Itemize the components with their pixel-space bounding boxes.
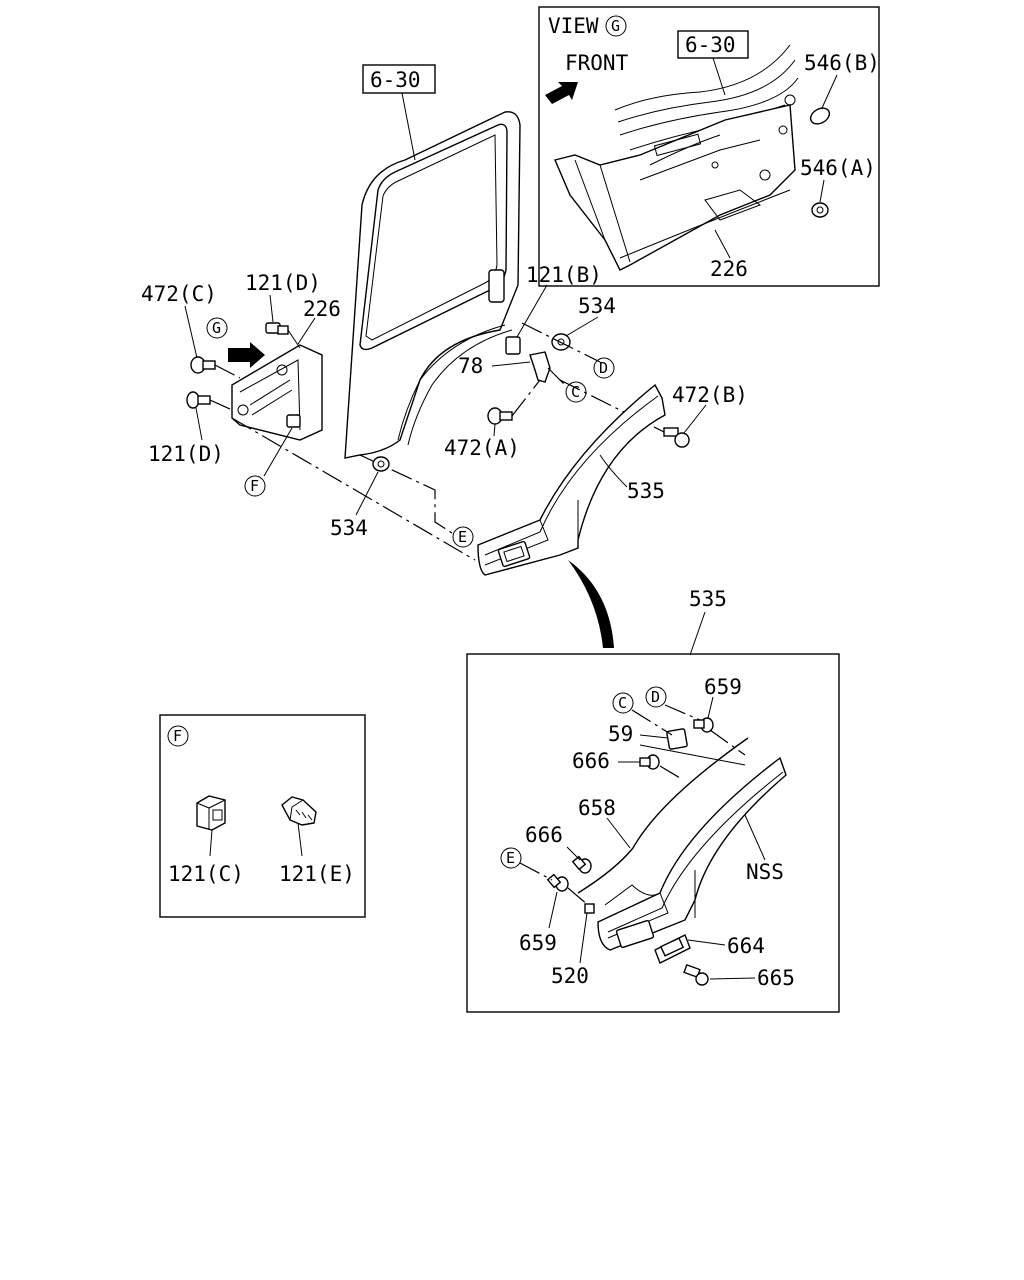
circle-d-detail-text: D [651,688,660,706]
view-arrow-icon [228,342,265,368]
circle-d-main [593,357,615,379]
view-title: VIEW [548,14,599,38]
circle-f-box [167,725,189,747]
bolt-659-bottom [546,873,569,892]
label-472a: 472(A) [444,436,520,460]
detail-pointer-icon [568,560,614,648]
label-121b: 121(B) [526,263,602,287]
label-520: 520 [551,964,589,988]
circle-d-main-text: D [599,359,608,377]
circle-f-main-text: F [250,477,259,495]
label-78: 78 [458,354,483,378]
clip-520 [584,903,595,914]
bolt-659-top [693,717,714,733]
label-659-bottom: 659 [519,931,557,955]
clip-f-main [286,414,301,428]
circle-e-main-text: E [458,528,467,546]
circle-g-view [605,15,627,37]
label-59: 59 [608,722,633,746]
circle-c-detail [612,692,634,714]
circle-f-box-text: F [173,727,182,745]
washer-534-bottom [372,456,390,472]
door-panel [344,111,521,459]
trim-658 [577,737,749,894]
bolt-666-bottom [571,855,592,874]
lamp-664 [654,934,691,964]
clip-121e [281,796,317,857]
label-666-bottom: 666 [525,823,563,847]
label-546a: 546(A) [800,156,876,180]
door-handle [488,269,505,303]
view-front-label: FRONT [565,51,629,75]
circle-g-main [206,317,228,339]
grommet-546b [809,107,831,125]
circle-d-detail [645,686,667,708]
fender-detail [597,756,787,951]
label-666-top: 666 [572,749,610,773]
label-546b: 546(B) [804,51,880,75]
label-121e: 121(E) [279,862,355,886]
circle-e-main [452,526,474,548]
clip-121d-top [265,322,301,349]
detail-f-box: F [159,714,366,918]
bolt-472c [190,356,241,379]
grommet-546a [811,202,829,218]
screw-665 [683,963,709,986]
bolt-472a [487,407,513,425]
label-664: 664 [727,934,765,958]
bolt-666-top [639,754,660,770]
main-assembly: 6-30 G [184,64,707,648]
view-g-box: VIEW G FRONT 6-30 [538,6,880,287]
circle-g-main-text: G [212,319,221,337]
clip-59 [666,728,688,750]
circle-c-main-text: C [571,383,580,401]
circle-e-detail-text: E [506,849,515,867]
label-534-bottom: 534 [330,516,368,540]
ref-view-door: 6-30 [685,33,736,57]
label-535-detail: 535 [689,587,727,611]
fender-535 [477,383,666,576]
front-arrow-icon [545,82,578,104]
label-534-top: 534 [578,294,616,318]
label-121d-bottom: 121(D) [148,442,224,466]
label-nss: NSS [746,860,784,884]
label-121c: 121(C) [168,862,244,886]
circle-c-detail-text: C [618,694,627,712]
label-658: 658 [578,796,616,820]
circle-e-detail [500,847,522,869]
label-226-main: 226 [303,297,341,321]
label-121d-top: 121(D) [245,271,321,295]
ref-main-door: 6-30 [370,68,421,92]
door-window [359,123,508,351]
label-535: 535 [627,479,665,503]
ref-box-main-door [362,64,436,94]
label-226-view: 226 [710,257,748,281]
clip-121c [196,795,226,857]
label-659-top: 659 [704,675,742,699]
view-letter: G [611,17,620,35]
detail-535-box: C D E [466,653,840,1013]
clip-121b [505,336,521,355]
clip-78 [529,351,551,383]
clip-121d-bottom [186,391,211,409]
circle-c-main [565,381,587,403]
label-472b: 472(B) [672,383,748,407]
circle-f-main [244,475,266,497]
label-472c: 472(C) [141,282,217,306]
label-665: 665 [757,966,795,990]
